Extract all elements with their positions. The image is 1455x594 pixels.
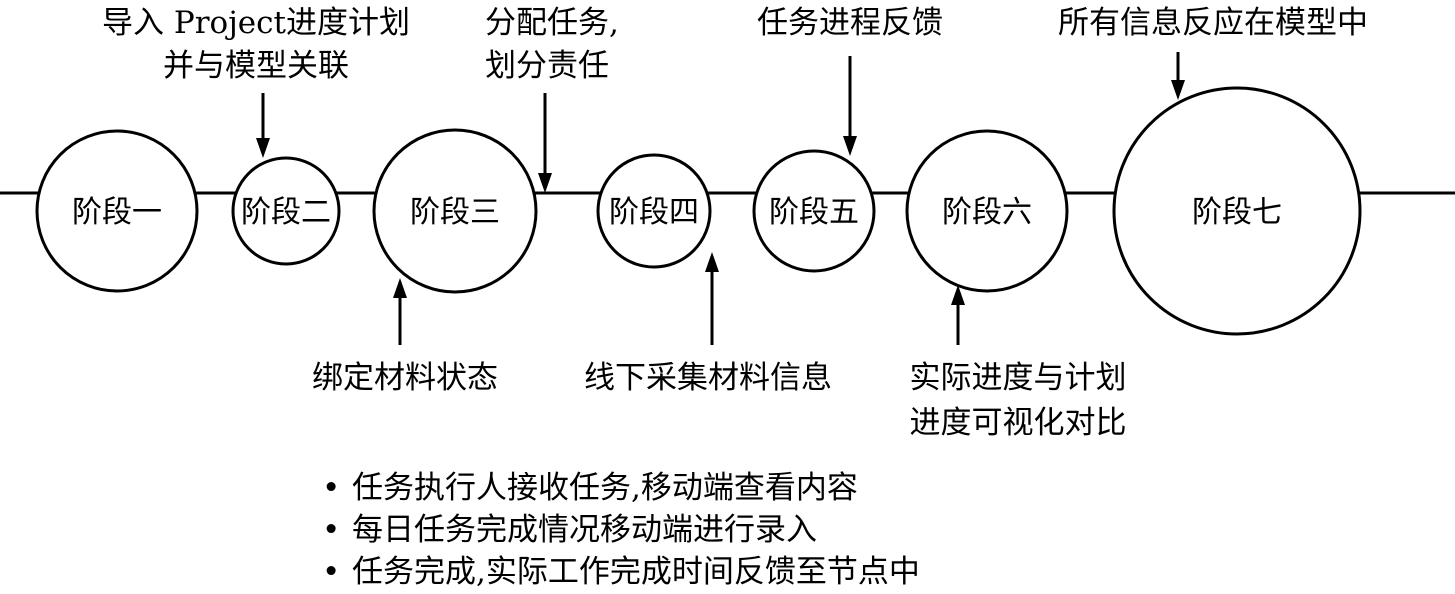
stage-7: 阶段七 [1112, 86, 1362, 336]
bullet-item-1: • 任务执行人接收任务,移动端查看内容 [322, 470, 858, 506]
top-annotation-3: 任务进程反馈 [757, 5, 943, 156]
top-annotation-1: 导入 Project进度计划 并与模型关联 [102, 5, 410, 158]
stage-3-label: 阶段三 [410, 195, 500, 230]
stage-2-label: 阶段二 [241, 195, 331, 230]
stage-4: 阶段四 [596, 153, 712, 269]
bullet-marker-1: • [322, 470, 340, 506]
stage-6: 阶段六 [905, 129, 1069, 293]
bullet-text-3: 任务完成,实际工作完成时间反馈至节点中 [352, 554, 920, 590]
stage-3-circle [372, 128, 538, 294]
bottom-annotation-1: 绑定材料状态 [312, 278, 498, 396]
stage-5-label: 阶段五 [769, 195, 859, 230]
stage-5-circle [752, 149, 876, 273]
bottom-annotation-2-arrowhead [705, 252, 719, 272]
bottom-annotation-3-line-2: 进度可视化对比 [910, 405, 1127, 441]
bullet-item-2: • 每日任务完成情况移动端进行录入 [322, 512, 817, 548]
top-annotation-3-line-1: 任务进程反馈 [757, 5, 943, 41]
bottom-annotation-3-line-1: 实际进度与计划 [910, 360, 1127, 396]
stage-7-label: 阶段七 [1192, 195, 1282, 230]
bullet-text-2: 每日任务完成情况移动端进行录入 [352, 512, 817, 548]
stage-2: 阶段二 [231, 156, 341, 266]
top-annotation-4-arrowhead [1171, 80, 1185, 100]
stage-1-circle [35, 129, 199, 293]
bottom-annotation-1-arrowhead [393, 278, 407, 298]
stage-4-circle [596, 153, 712, 269]
bottom-annotation-3: 实际进度与计划 进度可视化对比 [910, 285, 1127, 441]
bullet-item-3: • 任务完成,实际工作完成时间反馈至节点中 [322, 554, 920, 590]
top-annotation-2-line-2: 划分责任 [485, 48, 609, 84]
bullet-marker-2: • [322, 512, 340, 548]
stage-4-label: 阶段四 [609, 195, 699, 230]
top-annotation-1-arrowhead [256, 138, 270, 158]
top-annotation-1-line-2: 并与模型关联 [163, 48, 349, 84]
top-annotation-1-line-1: 导入 Project进度计划 [102, 5, 410, 41]
bullet-text-1: 任务执行人接收任务,移动端查看内容 [352, 470, 858, 506]
top-annotation-2: 分配任务, 划分责任 [485, 5, 619, 193]
stage-3: 阶段三 [372, 128, 538, 294]
top-annotation-3-arrowhead [843, 136, 857, 156]
stage-1-label: 阶段一 [72, 195, 162, 230]
stage-2-circle [231, 156, 341, 266]
top-annotation-4: 所有信息反应在模型中 [1058, 5, 1368, 100]
stage-1: 阶段一 [35, 129, 199, 293]
bottom-annotation-3-arrowhead [951, 285, 965, 305]
bottom-annotation-1-line-1: 绑定材料状态 [312, 360, 498, 396]
stage-6-label: 阶段六 [942, 195, 1032, 230]
bottom-annotation-2-line-1: 线下采集材料信息 [584, 360, 832, 396]
stage-7-circle [1112, 86, 1362, 336]
bullet-list: • 任务执行人接收任务,移动端查看内容 • 每日任务完成情况移动端进行录入 • … [322, 470, 920, 590]
bullet-marker-3: • [322, 554, 340, 590]
top-annotation-2-arrowhead [538, 173, 552, 193]
top-annotation-4-line-1: 所有信息反应在模型中 [1058, 5, 1368, 41]
bottom-annotation-2: 线下采集材料信息 [584, 252, 832, 396]
top-annotation-2-line-1: 分配任务, [485, 5, 619, 41]
stage-6-circle [905, 129, 1069, 293]
stage-5: 阶段五 [752, 149, 876, 273]
